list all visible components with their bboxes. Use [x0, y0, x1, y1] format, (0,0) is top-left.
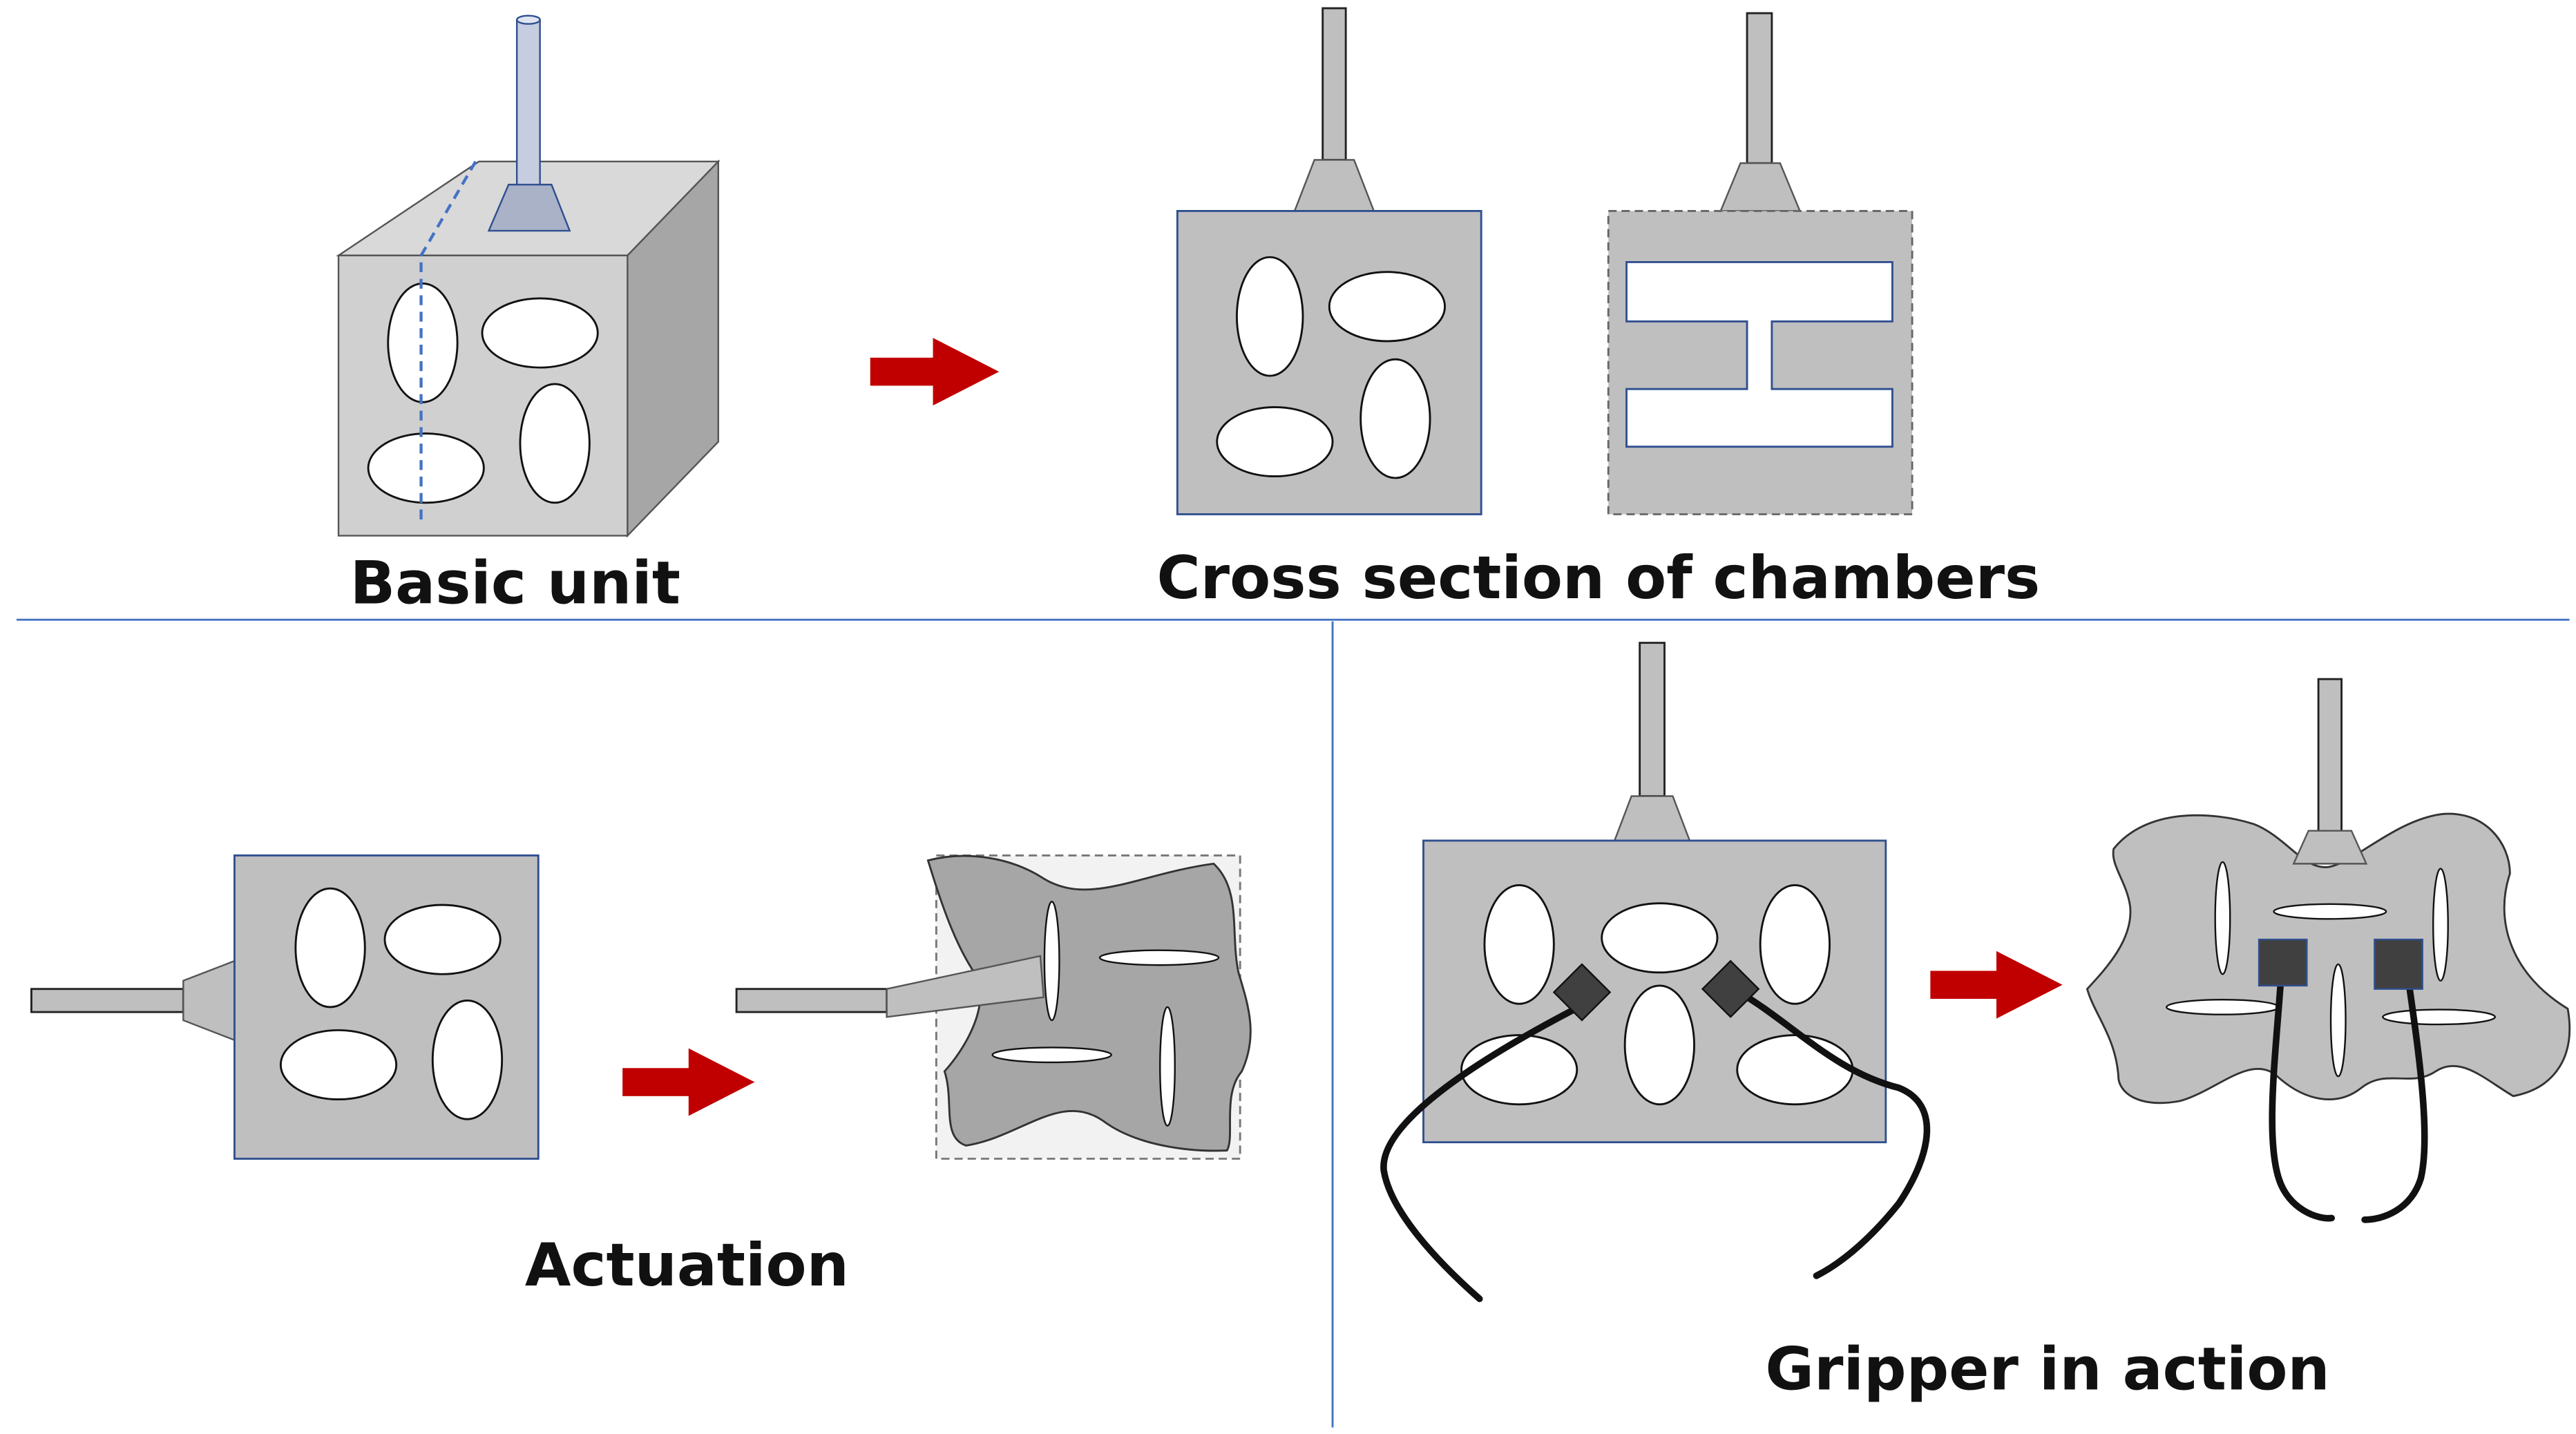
cross-section-a-chamber-1 [1235, 256, 1304, 377]
arrow-top-head [933, 338, 1000, 406]
cross-section-a-chamber-2 [1328, 271, 1447, 343]
arrow-gripper-head [1996, 950, 2063, 1019]
cross-section-a-body [1176, 210, 1482, 515]
actuation-rest-chamber-4 [431, 999, 504, 1120]
arrow-actuation-shaft [622, 1068, 692, 1096]
actuation-deformed-tube [735, 988, 888, 1013]
actuation-deformed-chamber-1 [1043, 901, 1060, 1022]
gripper-rest-chamber-1 [1483, 883, 1555, 1005]
cube-chamber-2 [481, 297, 599, 369]
gripper-active-chamber-4 [2165, 999, 2280, 1015]
cross-section-a-chamber-3 [1216, 405, 1334, 478]
actuation-rest-body [233, 854, 540, 1160]
actuation-deformed-connector [886, 955, 1045, 1018]
gripper-rest-chamber-6 [1736, 1034, 1854, 1106]
actuation-rest-chamber-1 [294, 887, 366, 1008]
cross-section-ellipse-chambers [1176, 7, 1482, 515]
cross-section-a-tube [1322, 7, 1347, 161]
actuation-deformed-chamber-2 [1098, 949, 1220, 966]
basic-unit-cube [336, 15, 721, 538]
arrow-top [870, 338, 1000, 406]
cross-section-b-connector [1719, 162, 1802, 212]
gripper-active-wire-left [2269, 982, 2336, 1222]
gripper-active-unit [2086, 678, 2571, 1223]
gripper-active-wire-right [2361, 982, 2428, 1223]
gripper-active-chamber-6 [2382, 1008, 2497, 1026]
caption-actuation: Actuation [525, 1231, 849, 1300]
gripper-rest-chamber-2 [1601, 902, 1719, 974]
actuation-rest-connector [182, 959, 236, 1042]
gripper-rest-wire-right [1730, 985, 1931, 1279]
gripper-active-chamber-1 [2214, 861, 2231, 975]
cross-section-a-chamber-4 [1359, 358, 1431, 479]
gripper-rest-chamber-3 [1759, 883, 1831, 1005]
cube-tube-tip [515, 15, 541, 25]
arrow-actuation-head [688, 1048, 755, 1116]
actuation-rest-unit [30, 854, 540, 1160]
cross-section-a-connector [1293, 159, 1375, 212]
gripper-rest-unit [1380, 642, 1931, 1303]
gripper-active-sensor-left [2258, 938, 2308, 987]
cube-air-tube [515, 19, 541, 186]
cube-chamber-4 [519, 383, 591, 504]
actuation-deformed-chamber-3 [991, 1046, 1112, 1064]
cube-tube-connector [487, 184, 571, 232]
cube-section-guide-dashed [419, 160, 477, 524]
gripper-rest-sensor-left [1552, 963, 1612, 1022]
arrow-gripper [1930, 950, 2063, 1019]
gripper-rest-sensor-right [1701, 959, 1760, 1018]
arrow-top-shaft [870, 357, 937, 386]
actuation-deformed-unit [735, 854, 1252, 1160]
gripper-active-tube [2317, 678, 2343, 835]
gripper-rest-connector [1612, 795, 1692, 845]
cross-section-b-tube [1746, 12, 1773, 164]
gripper-active-chamber-5 [2329, 963, 2347, 1078]
gripper-rest-chamber-4 [1460, 1034, 1578, 1106]
gripper-rest-tube [1639, 642, 1666, 797]
gripper-rest-chamber-5 [1623, 984, 1695, 1106]
cube-front-face [337, 254, 629, 537]
actuation-rest-chamber-3 [279, 1029, 398, 1101]
caption-cross-section: Cross section of chambers [1157, 544, 2041, 613]
caption-gripper-in-action: Gripper in action [1765, 1335, 2329, 1404]
cross-section-b-h-chamber [1625, 260, 1893, 448]
caption-basic-unit: Basic unit [350, 548, 680, 618]
cube-chamber-3 [367, 432, 485, 504]
actuation-rest-chamber-2 [383, 904, 502, 975]
arrow-actuation [622, 1048, 755, 1116]
gripper-active-chamber-2 [2273, 903, 2387, 920]
arrow-gripper-shaft [1930, 971, 2000, 1000]
actuation-rest-tube [30, 988, 184, 1013]
cross-section-h-chambers [1607, 12, 1914, 515]
cube-chamber-1 [387, 282, 459, 403]
gripper-rest-wire-left [1380, 1002, 1585, 1303]
gripper-active-connector [2292, 830, 2368, 865]
gripper-active-sensor-right [2374, 938, 2423, 990]
gripper-active-chamber-3 [2432, 868, 2449, 982]
actuation-deformed-chamber-4 [1159, 1006, 1176, 1127]
